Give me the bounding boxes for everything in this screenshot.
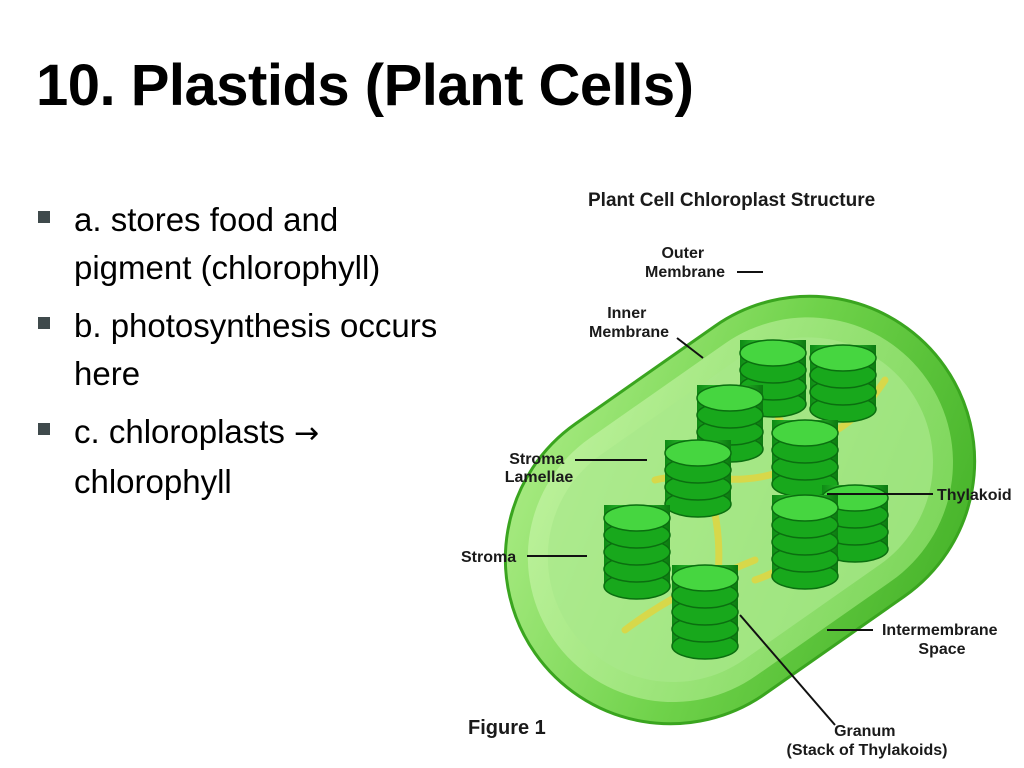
label-intermembrane-space: Intermembrane Space [882, 622, 1002, 658]
right-arrow-icon: → [294, 416, 320, 451]
bullet-list: a. stores food and pigment (chlorophyll)… [38, 196, 458, 516]
bullet-text: c. chloroplasts → chlorophyll [74, 408, 454, 506]
thylakoid-disc [771, 419, 839, 447]
leader-lines [527, 271, 933, 726]
granum-stack [603, 504, 671, 600]
thylakoid-disc [771, 494, 839, 522]
thylakoid-disc [809, 344, 877, 372]
thylakoid-disc [664, 439, 732, 467]
chloroplast-figure: Plant Cell Chloroplast Structure [455, 180, 1024, 760]
label-inner-membrane: Inner Membrane [589, 305, 669, 341]
thylakoid-disc [696, 384, 764, 412]
grana-group [603, 339, 889, 660]
bullet-text: b. photosynthesis occurs here [74, 307, 438, 392]
figure-caption: Figure 1 [468, 717, 546, 739]
granum-stack [664, 439, 732, 518]
label-outer-membrane: Outer Membrane [645, 245, 725, 281]
thylakoid-disc [671, 564, 739, 592]
granum-stack [771, 494, 839, 590]
bullet-text-before: c. chloroplasts [74, 413, 295, 450]
figure-title: Plant Cell Chloroplast Structure [588, 190, 875, 211]
granum-stack [809, 344, 877, 423]
bullet-text-after: chlorophyll [74, 463, 232, 500]
slide-title: 10. Plastids (Plant Cells) [36, 53, 694, 118]
label-thylakoid: Thylakoid [937, 487, 1012, 504]
bullet-item-photosynthesis: b. photosynthesis occurs here [38, 302, 458, 398]
thylakoid-disc [603, 504, 671, 532]
bullet-square-icon [38, 423, 50, 435]
bullet-item-chloroplasts: c. chloroplasts → chlorophyll [38, 408, 458, 506]
granum-stack [771, 419, 839, 498]
label-stroma: Stroma [461, 549, 516, 566]
bullet-square-icon [38, 211, 50, 223]
thylakoid-disc [739, 339, 807, 367]
bullet-text: a. stores food and pigment (chlorophyll) [74, 201, 381, 286]
label-granum: Granum (Stack of Thylakoids) [787, 723, 948, 759]
granum-stack [671, 564, 739, 660]
label-stroma-lamellae: Stroma Lamellae [505, 451, 574, 486]
bullet-square-icon [38, 317, 50, 329]
bullet-item-food: a. stores food and pigment (chlorophyll) [38, 196, 458, 292]
chloroplast-diagram: Plant Cell Chloroplast Structure [461, 190, 1012, 759]
